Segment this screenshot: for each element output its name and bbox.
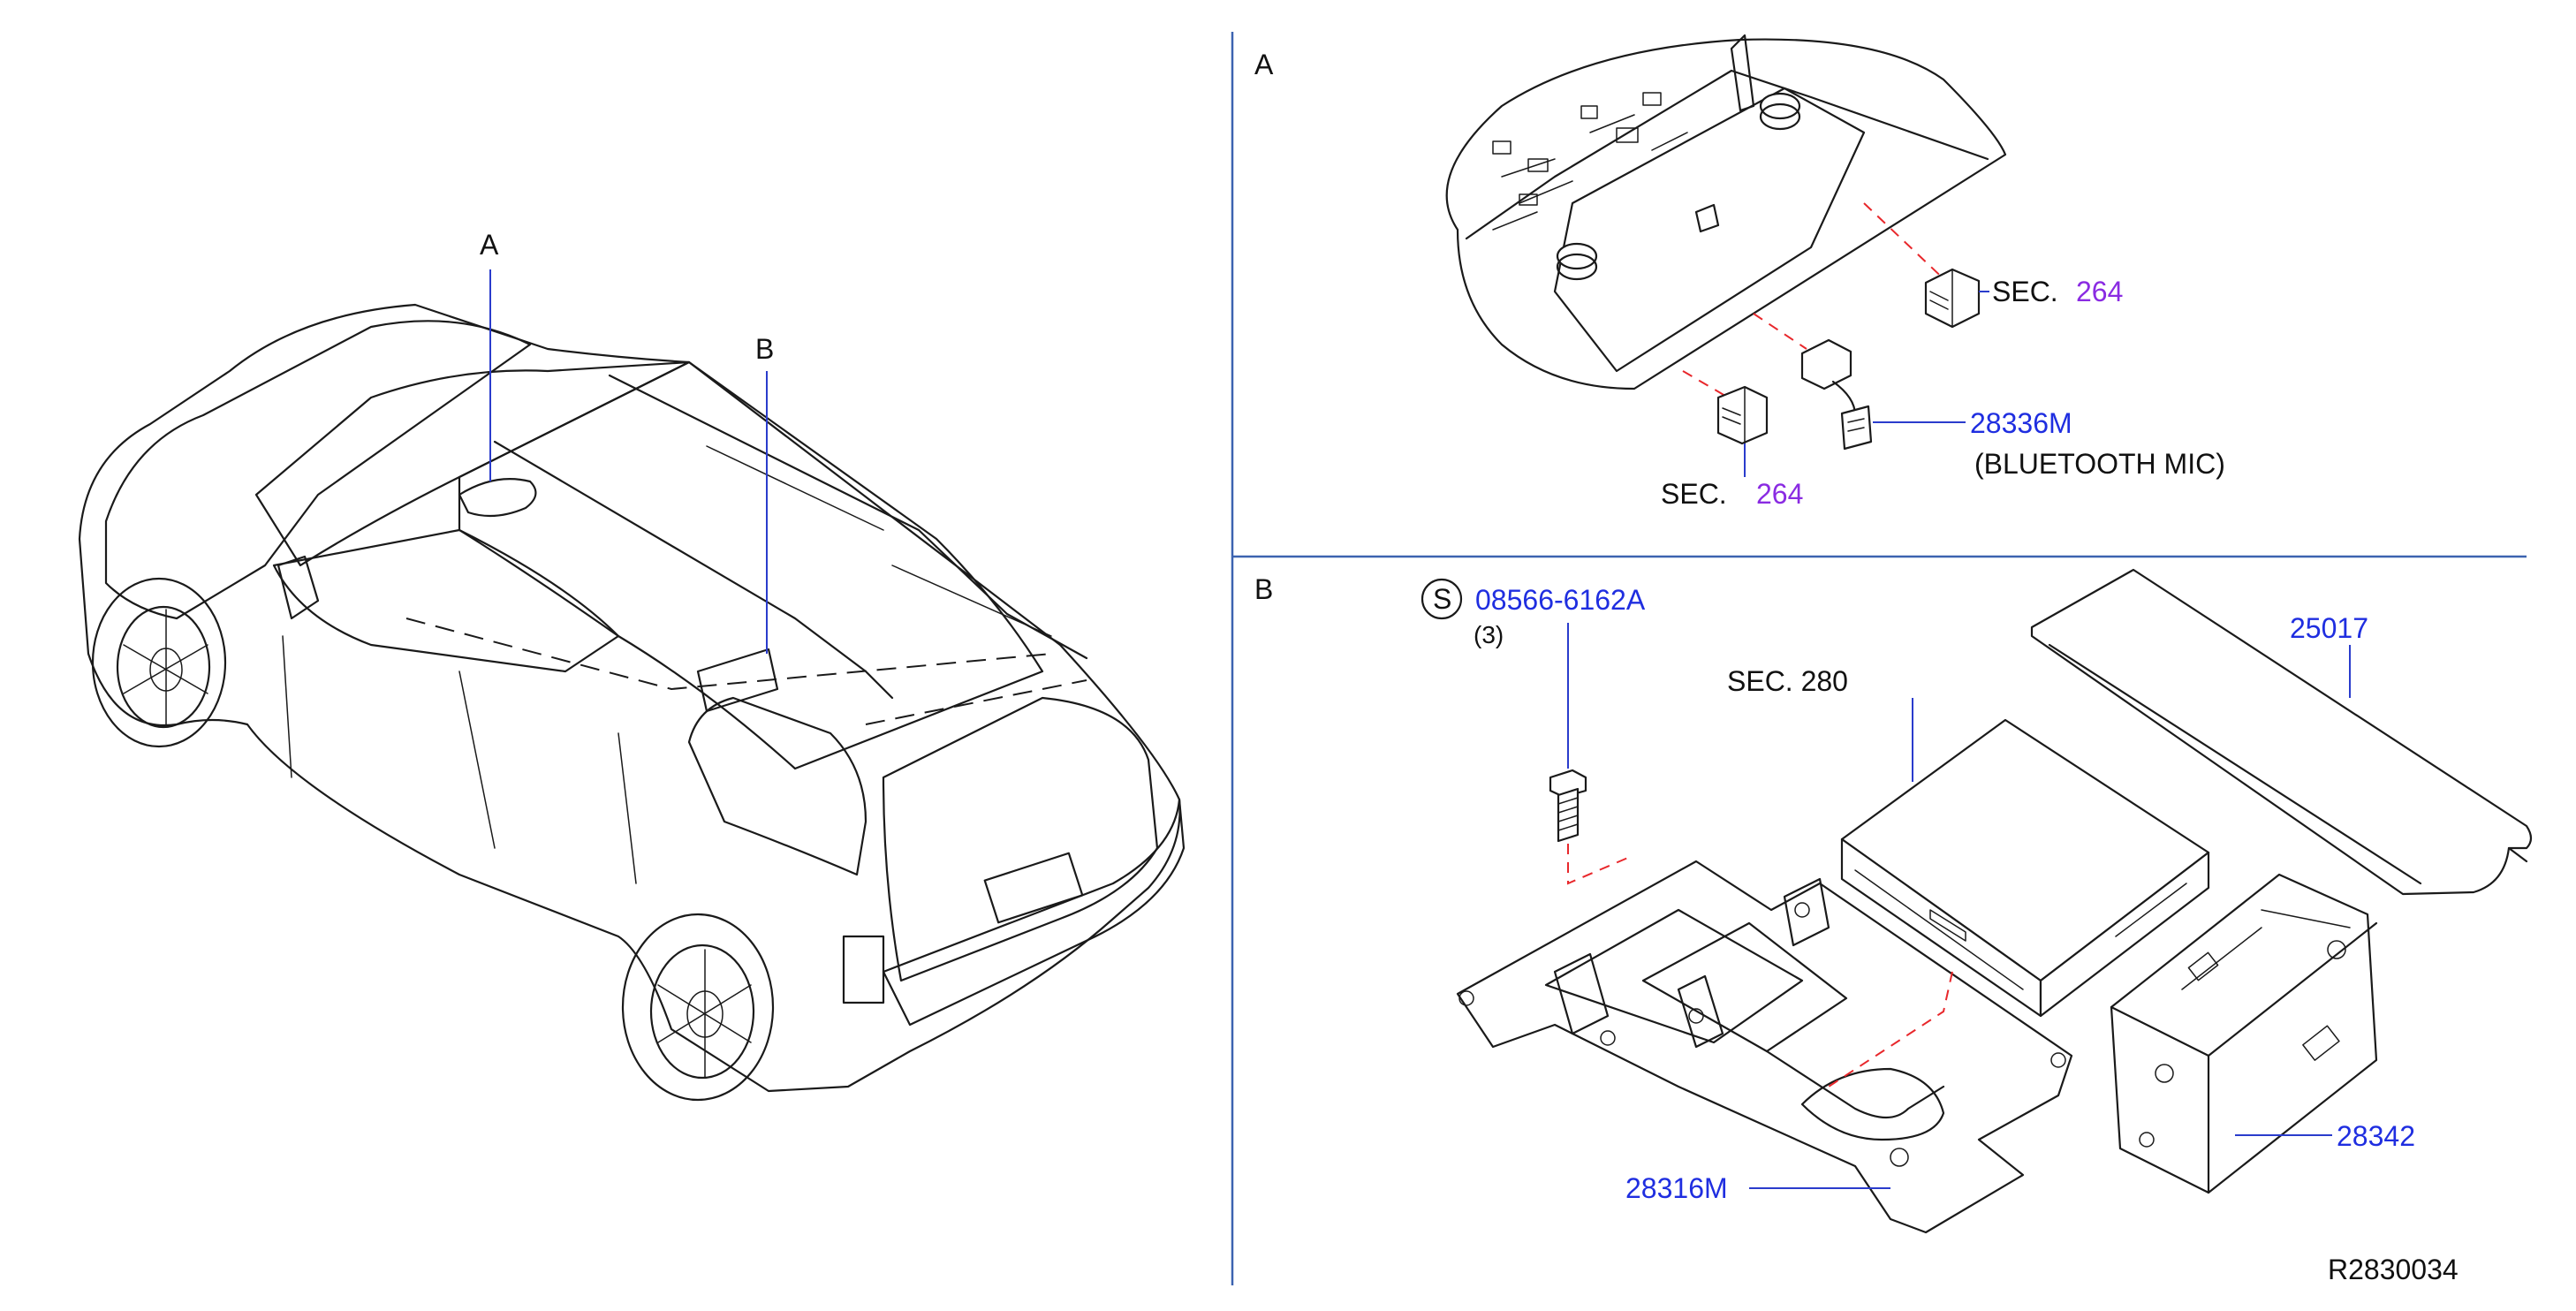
view-a: A — [1254, 34, 2225, 510]
hidden-line-1 — [405, 618, 1052, 691]
connection-line-bracket — [1828, 971, 1953, 1087]
console-knob-1 — [1759, 92, 1801, 131]
cover-plate-fold — [2048, 643, 2528, 885]
mounting-bracket — [1456, 860, 2073, 1234]
part-28336m: 28336M — [1970, 407, 2072, 439]
overview-label-a: A — [480, 229, 499, 261]
tail-light — [842, 935, 885, 1004]
screw-quantity: (3) — [1474, 621, 1504, 648]
console-knob-2 — [1556, 242, 1598, 281]
part-25017: 25017 — [2290, 612, 2368, 644]
bluetooth-mic — [1800, 338, 1873, 451]
console-board-detail — [1492, 114, 1688, 231]
connection-line-mic — [1753, 313, 1807, 350]
roof-rail-right — [493, 440, 894, 700]
view-b: B S 08566-6162A (3) 25017 SEC. 280 — [1254, 568, 2533, 1234]
view-b-title: B — [1254, 573, 1273, 605]
roof-rail-left — [608, 374, 1088, 660]
vehicle-body-outline — [78, 303, 1181, 1093]
console-circuit-board — [1492, 92, 1662, 206]
sec-label-280: SEC. 280 — [1727, 665, 1848, 697]
connection-line-upper — [1863, 202, 1953, 288]
roof-crossbar-front — [706, 445, 884, 531]
dvd-unit — [1840, 718, 2210, 1018]
vehicle-hood — [104, 320, 532, 620]
view-a-title: A — [1254, 49, 1274, 80]
roof-crossbar-rear — [891, 565, 1052, 637]
overhead-console-mark — [458, 478, 537, 518]
license-plate — [983, 852, 1084, 924]
screw — [1549, 769, 1587, 843]
sec-number-lower: 264 — [1756, 478, 1803, 510]
front-wheel — [91, 577, 227, 748]
connector-upper — [1924, 268, 1981, 329]
part-08566-6162a: 08566-6162A — [1475, 584, 1646, 616]
rear-window — [687, 696, 868, 876]
vehicle-windshield — [254, 360, 691, 567]
sec-number-upper: 264 — [2076, 276, 2123, 307]
connector-lower — [1716, 385, 1769, 445]
console-latch — [1694, 203, 1720, 233]
rear-wheel — [621, 913, 775, 1102]
console-lamp-panel — [1553, 87, 1866, 373]
panel-dividers — [1231, 32, 2527, 1285]
part-28342: 28342 — [2337, 1120, 2415, 1152]
side-window — [272, 528, 620, 673]
rear-hatch — [882, 696, 1159, 982]
vehicle-overview: A B — [78, 229, 1186, 1102]
console-tab — [1730, 34, 1755, 112]
hidden-line-2 — [865, 679, 1087, 725]
part-28316m: 28316M — [1625, 1172, 1728, 1204]
connection-line-lower — [1682, 370, 1737, 403]
control-module — [2110, 873, 2378, 1194]
screw-symbol-circle — [1421, 578, 1463, 620]
dvd-slot — [1854, 869, 2024, 990]
overhead-console-housing — [1445, 38, 2007, 390]
rear-bumper — [882, 798, 1186, 1027]
dvd-unit-mark — [696, 648, 779, 713]
screw-symbol: S — [1433, 583, 1451, 615]
drawing-code: R2830034 — [2328, 1254, 2459, 1285]
door-line — [282, 635, 637, 884]
side-mirror — [277, 555, 320, 620]
sec-label-upper: SEC. — [1992, 276, 2058, 307]
sec-label-lower: SEC. — [1661, 478, 1727, 510]
mic-description: (BLUETOOTH MIC) — [1974, 448, 2225, 480]
overview-label-b: B — [755, 333, 774, 365]
console-inner-frame — [1465, 69, 1989, 240]
connection-line-screw — [1567, 844, 1631, 885]
